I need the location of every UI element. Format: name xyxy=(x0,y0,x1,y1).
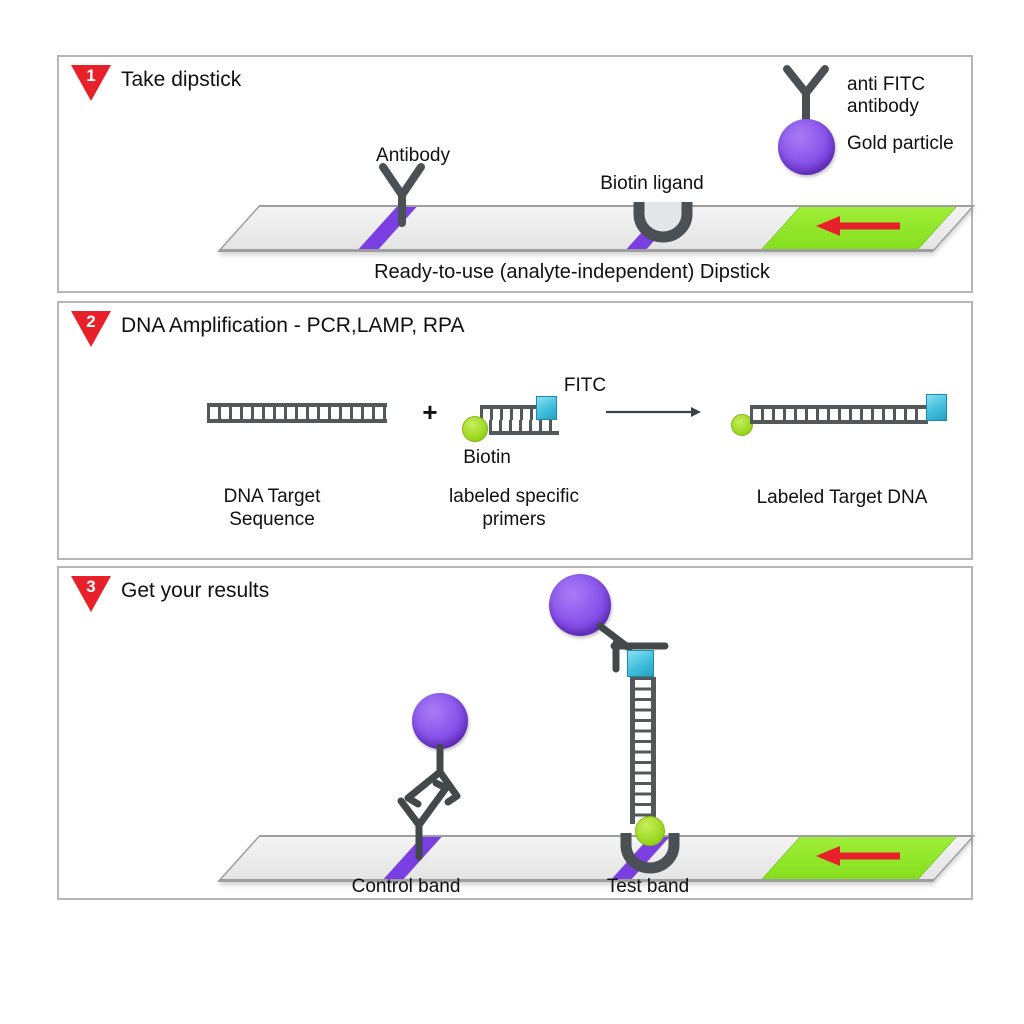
biotin-ligand-label: Biotin ligand xyxy=(600,173,704,194)
step2-triangle-icon xyxy=(71,311,111,347)
step3-title: Get your results xyxy=(121,579,270,602)
antibody-y-icon xyxy=(379,163,425,227)
dna-ladder-vertical-icon xyxy=(630,677,656,824)
biotin-tag-icon xyxy=(731,414,753,436)
biotin-label: Biotin xyxy=(463,447,511,468)
step1-title: Take dipstick xyxy=(121,68,242,91)
dna-target-label-line1: DNA Target xyxy=(223,486,321,507)
step1-number: 1 xyxy=(86,66,96,85)
red-flow-arrow-icon xyxy=(816,216,900,236)
gold-particle-icon xyxy=(778,119,835,175)
biotin-ligand-cup-icon xyxy=(633,202,693,243)
biotin-tag-icon xyxy=(635,816,665,846)
dna-target-label-line2: Sequence xyxy=(229,509,315,530)
dna-ladder-icon xyxy=(750,405,928,424)
dna-ladder-icon xyxy=(207,403,387,423)
reaction-arrow-icon xyxy=(606,407,701,417)
step3-marker: 3 xyxy=(71,576,111,614)
step3-number: 3 xyxy=(86,577,96,596)
gold-particle-icon xyxy=(412,693,468,749)
biotin-tag-icon xyxy=(462,416,488,442)
primers-label-line2: primers xyxy=(482,509,546,530)
control-antibody-complex-icon xyxy=(397,743,461,861)
control-band-label: Control band xyxy=(351,876,461,897)
test-band-label: Test band xyxy=(606,876,690,897)
labeled-dna-label: Labeled Target DNA xyxy=(756,487,928,508)
legend-anti-fitc-line1: anti FITC xyxy=(847,74,926,95)
step3-triangle-icon xyxy=(71,576,111,612)
antibody-label: Antibody xyxy=(376,145,450,166)
anti-fitc-arm-icon xyxy=(596,622,669,673)
fitc-tag-icon xyxy=(926,394,947,421)
biotin-ligand-cup-icon xyxy=(620,833,680,874)
anti-fitc-antibody-icon xyxy=(783,65,829,125)
primer-icon xyxy=(480,405,537,420)
fitc-tag-icon xyxy=(627,650,654,677)
fitc-label: FITC xyxy=(563,375,607,396)
legend-gold-particle-label: Gold particle xyxy=(847,133,954,154)
step2-panel: 2 DNA Amplification - PCR,LAMP, RPA + FI… xyxy=(57,301,973,560)
step1-panel: 1 Take dipstick anti FITC antibody Gold … xyxy=(57,55,976,293)
step2-marker: 2 xyxy=(71,311,111,349)
red-flow-arrow-icon xyxy=(816,846,900,866)
step2-title: DNA Amplification - PCR,LAMP, RPA xyxy=(121,314,465,337)
step2-number: 2 xyxy=(86,312,96,331)
step1-triangle-icon xyxy=(71,65,111,101)
step3-panel: 3 Get your results Contro xyxy=(57,566,976,900)
primers-label-line1: labeled specific xyxy=(449,486,579,507)
fitc-tag-icon xyxy=(536,396,557,420)
legend-anti-fitc-line2: antibody xyxy=(847,96,919,117)
dipstick-caption: Ready-to-use (analyte-independent) Dipst… xyxy=(374,261,770,283)
plus-sign: + xyxy=(422,397,438,427)
step1-marker: 1 xyxy=(71,65,111,103)
primer-icon xyxy=(489,420,559,435)
